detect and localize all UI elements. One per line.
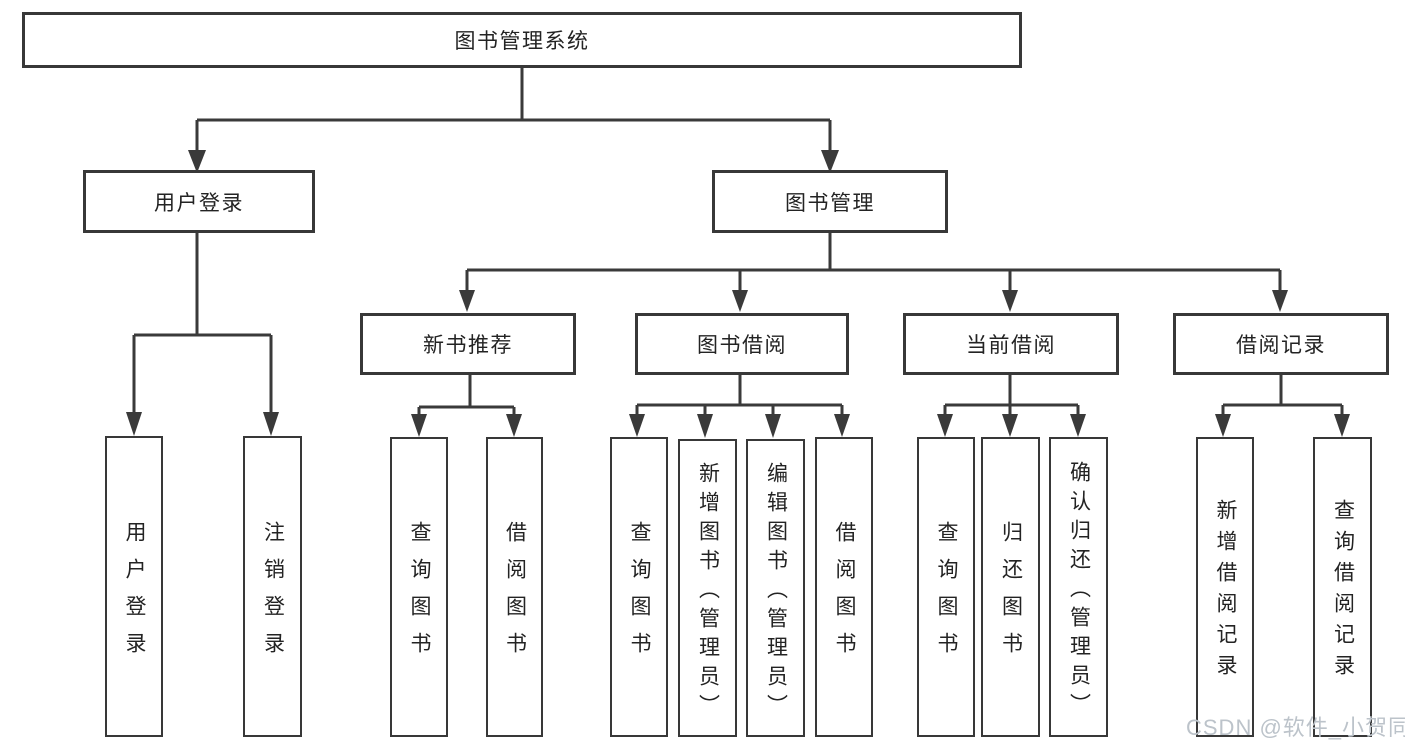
leaf-query-borrow-record: 查询借阅记录 <box>1313 437 1372 737</box>
leaf-add-borrow-record-label: 新增借阅记录 <box>1214 499 1237 685</box>
leaf-borrow-books-1: 借阅图书 <box>486 437 543 737</box>
leaf-borrow-books-2-label: 借阅图书 <box>833 521 856 669</box>
node-book-management-label: 图书管理 <box>785 191 875 215</box>
leaf-query-books-3: 查询图书 <box>917 437 975 737</box>
csdn-watermark: CSDN @软件_小贺同学 <box>1186 715 1405 740</box>
leaf-query-books-2-label: 查询图书 <box>628 521 651 669</box>
node-new-book-recommendation-label: 新书推荐 <box>423 334 513 357</box>
leaf-add-books-admin-label: 新增图书（管理员） <box>696 461 720 723</box>
node-library-system: 图书管理系统 <box>22 12 1022 68</box>
leaf-confirm-return-admin-label: 确认归还（管理员） <box>1067 460 1091 722</box>
node-borrowing-records: 借阅记录 <box>1173 313 1389 375</box>
leaf-query-books-1: 查询图书 <box>390 437 448 737</box>
leaf-logout-label: 注销登录 <box>261 520 285 669</box>
node-current-borrowing: 当前借阅 <box>903 313 1119 375</box>
node-user-login: 用户登录 <box>83 170 315 233</box>
arrowheads <box>126 150 1350 438</box>
node-book-management: 图书管理 <box>712 170 948 233</box>
leaf-query-books-2: 查询图书 <box>610 437 668 737</box>
leaf-query-borrow-record-label: 查询借阅记录 <box>1331 499 1355 685</box>
node-new-book-recommendation: 新书推荐 <box>360 313 576 375</box>
node-book-borrowing-label: 图书借阅 <box>697 334 787 357</box>
leaf-return-books: 归还图书 <box>981 437 1040 737</box>
leaf-query-books-1-label: 查询图书 <box>408 521 431 669</box>
leaf-user-login: 用户登录 <box>105 436 163 737</box>
leaf-borrow-books-1-label: 借阅图书 <box>503 521 527 669</box>
node-library-system-label: 图书管理系统 <box>454 30 590 53</box>
leaf-confirm-return-admin: 确认归还（管理员） <box>1049 437 1108 737</box>
leaf-return-books-label: 归还图书 <box>999 521 1023 669</box>
node-book-borrowing: 图书借阅 <box>635 313 849 375</box>
node-user-login-label: 用户登录 <box>154 191 244 215</box>
leaf-add-borrow-record: 新增借阅记录 <box>1196 437 1254 737</box>
leaf-logout: 注销登录 <box>243 436 302 737</box>
leaf-edit-books-admin: 编辑图书（管理员） <box>746 439 805 737</box>
leaf-user-login-label: 用户登录 <box>123 520 146 669</box>
leaf-query-books-3-label: 查询图书 <box>935 521 958 669</box>
leaf-edit-books-admin-label: 编辑图书（管理员） <box>764 461 788 723</box>
leaf-add-books-admin: 新增图书（管理员） <box>678 439 737 737</box>
node-borrowing-records-label: 借阅记录 <box>1236 334 1326 357</box>
node-current-borrowing-label: 当前借阅 <box>966 334 1056 357</box>
leaf-borrow-books-2: 借阅图书 <box>815 437 873 737</box>
